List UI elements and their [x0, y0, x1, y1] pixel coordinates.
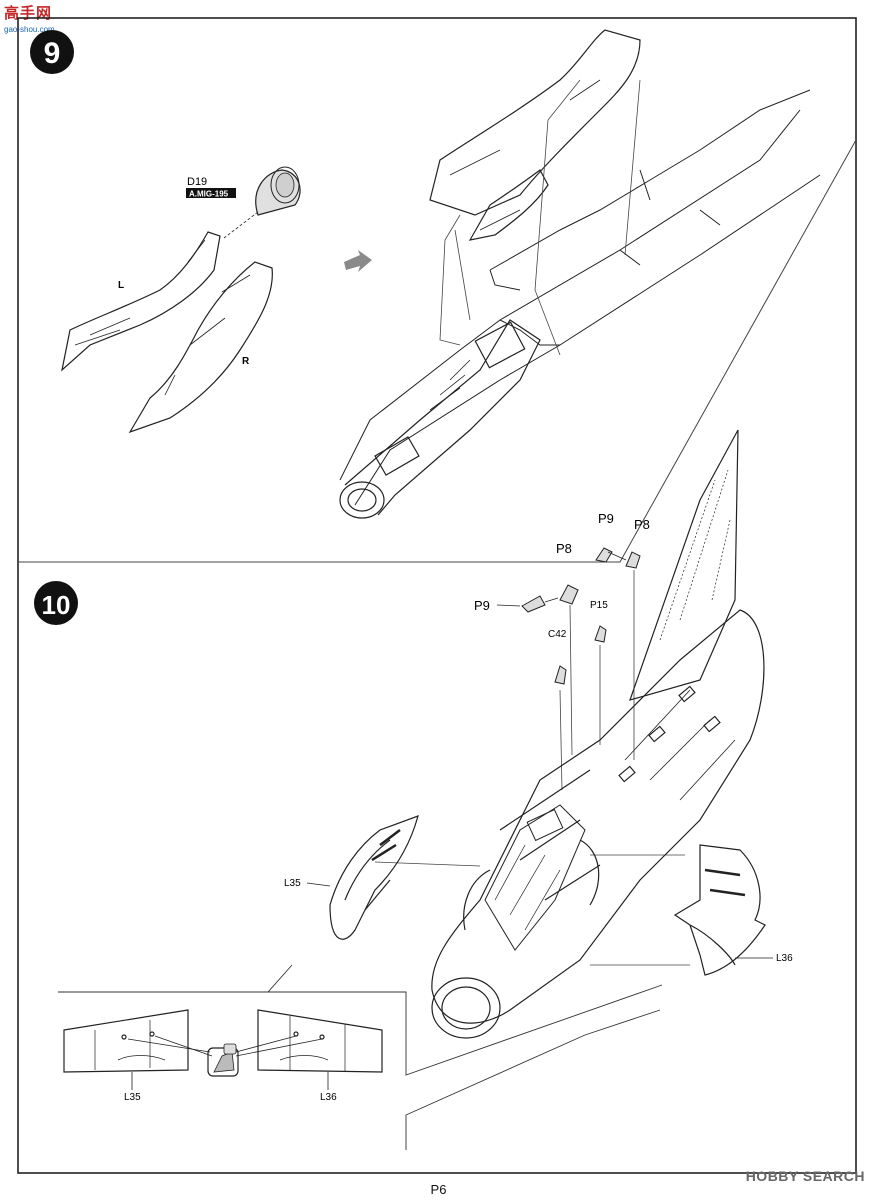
fuselage-frame-step9: [339, 89, 821, 506]
step10-number: 10: [42, 590, 71, 620]
guide-lines-step9: [439, 79, 641, 356]
detail-l36-panel: [257, 1009, 383, 1073]
nose-section-step9: [339, 319, 541, 519]
label-l36: L36: [776, 953, 793, 964]
label-d19-tag-bg: [186, 188, 236, 198]
l35-leader: [306, 882, 331, 887]
part-p8-top: [625, 551, 641, 569]
step9-badge: [30, 30, 74, 74]
label-d19: D19: [187, 176, 207, 188]
label-p8-top: P8: [634, 517, 650, 532]
intake-right-half: [128, 261, 273, 434]
p9-top-arrow: [607, 551, 627, 561]
fuselage-step10: [431, 609, 765, 1039]
cockpit-tub: [484, 804, 586, 951]
intake-left-half: [61, 231, 221, 372]
guide-lines-step10: [374, 570, 690, 966]
vertical-tail: [629, 429, 739, 701]
part-c42: [554, 665, 567, 685]
glue-arrows: [127, 1035, 323, 1057]
d19-leader: [223, 211, 259, 239]
glue-icon: [207, 1043, 239, 1077]
part-l36: [673, 844, 766, 976]
label-left: L: [118, 280, 124, 291]
label-p15: P15: [590, 600, 608, 611]
shop-watermark: HOBBY SEARCH: [745, 1168, 865, 1184]
label-d19-tag: A.MIG-195: [189, 190, 229, 199]
label-l35: L35: [284, 878, 301, 889]
part-p9-top: [595, 547, 613, 563]
part-p9-mid: [521, 595, 546, 613]
part-p8-mid: [559, 584, 579, 605]
part-p15: [594, 625, 607, 643]
page-number: P6: [430, 1182, 447, 1197]
label-c42: C42: [548, 629, 567, 640]
direction-arrow: [344, 250, 372, 272]
intake-assembly: [429, 29, 641, 241]
p9-mid-arrow: [544, 597, 559, 603]
part-l35: [329, 815, 419, 940]
label-right: R: [242, 356, 250, 367]
detail-callout: [58, 964, 663, 1150]
label-p8-mid: P8: [556, 541, 572, 556]
site-watermark-sub: gao-shou.com: [4, 25, 55, 34]
p9-mid-leader: [496, 604, 521, 607]
label-p9-mid: P9: [474, 598, 490, 613]
part-d19: [255, 166, 301, 216]
label-l36-detail: L36: [320, 1092, 337, 1103]
detail-l35-panel: [63, 1009, 189, 1073]
step10-badge: [34, 581, 78, 625]
label-p9-top: P9: [598, 511, 614, 526]
page-frame: [17, 17, 857, 1174]
step-divider: [18, 139, 857, 563]
label-l35-detail: L35: [124, 1092, 141, 1103]
step9-number: 9: [44, 37, 61, 70]
